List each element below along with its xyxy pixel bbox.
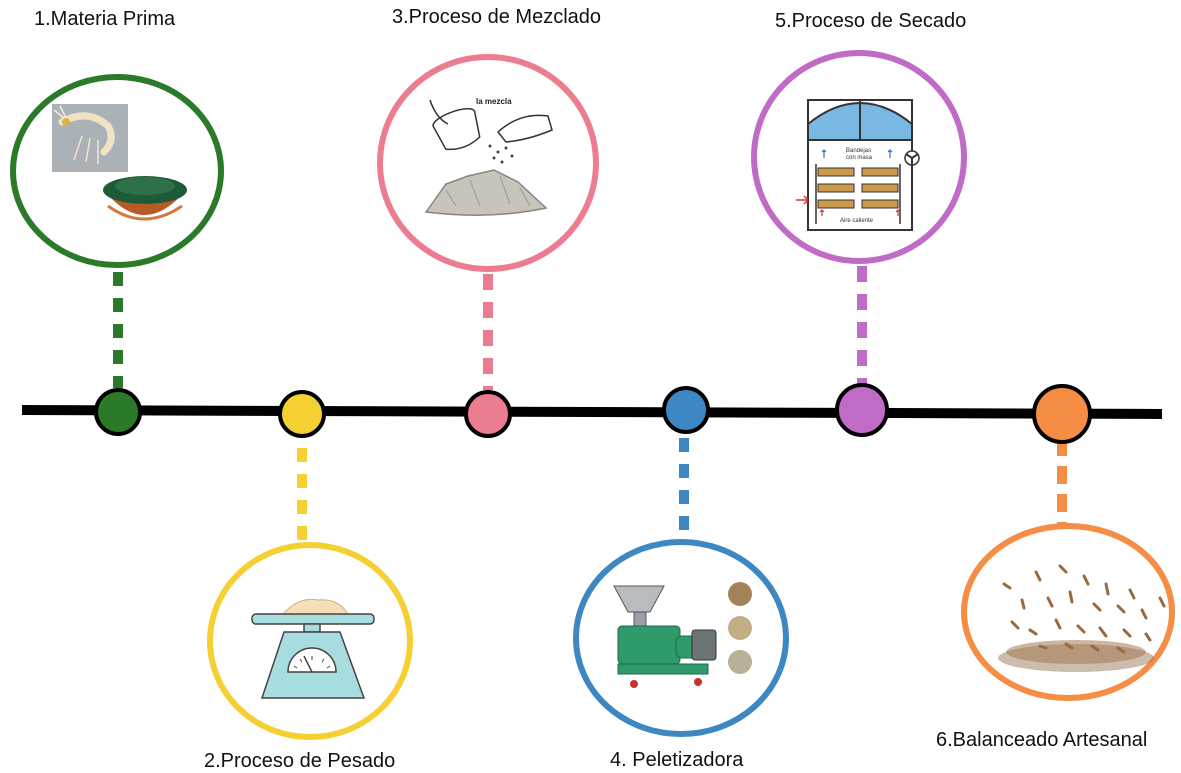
weighing-scale-icon	[251, 598, 375, 699]
trays-caption-line2: con masa	[846, 155, 873, 161]
mixing-caption: la mezcla	[476, 97, 512, 106]
step-2-label: 2.Proceso de Pesado	[204, 750, 396, 772]
step-2-circle	[207, 542, 413, 740]
pellets-icon	[998, 564, 1166, 672]
shrimp-and-spirulina-icon	[52, 104, 187, 221]
step-6-circle	[961, 523, 1175, 701]
step-5-circle: Bandejas con masa Aire caliente	[751, 50, 967, 264]
step-1-circle	[10, 74, 224, 268]
step-1-label: 1.Materia Prima	[34, 8, 176, 30]
node-6	[1032, 384, 1092, 444]
step-6-label: 6.Balanceado Artesanal	[936, 729, 1148, 751]
node-4	[662, 386, 710, 434]
trays-caption-line1: Bandejas	[846, 148, 871, 154]
step-4-circle	[573, 539, 789, 737]
node-1	[94, 388, 142, 436]
step-3-circle: la mezcla	[377, 54, 599, 272]
step-4-label: 4. Peletizadora	[610, 749, 744, 771]
node-2	[278, 390, 326, 438]
hot-air-caption: Aire caliente	[840, 218, 874, 224]
node-5	[835, 383, 889, 437]
step-3-label: 3.Proceso de Mezclado	[392, 6, 602, 28]
drying-cabinet-icon: Bandejas con masa Aire caliente	[796, 99, 920, 231]
step-5-label: 5.Proceso de Secado	[775, 10, 967, 32]
timeline-line	[21, 405, 1163, 419]
node-3	[464, 390, 512, 438]
mixing-icon: la mezcla	[424, 97, 553, 216]
pellet-machine-icon	[613, 582, 752, 688]
